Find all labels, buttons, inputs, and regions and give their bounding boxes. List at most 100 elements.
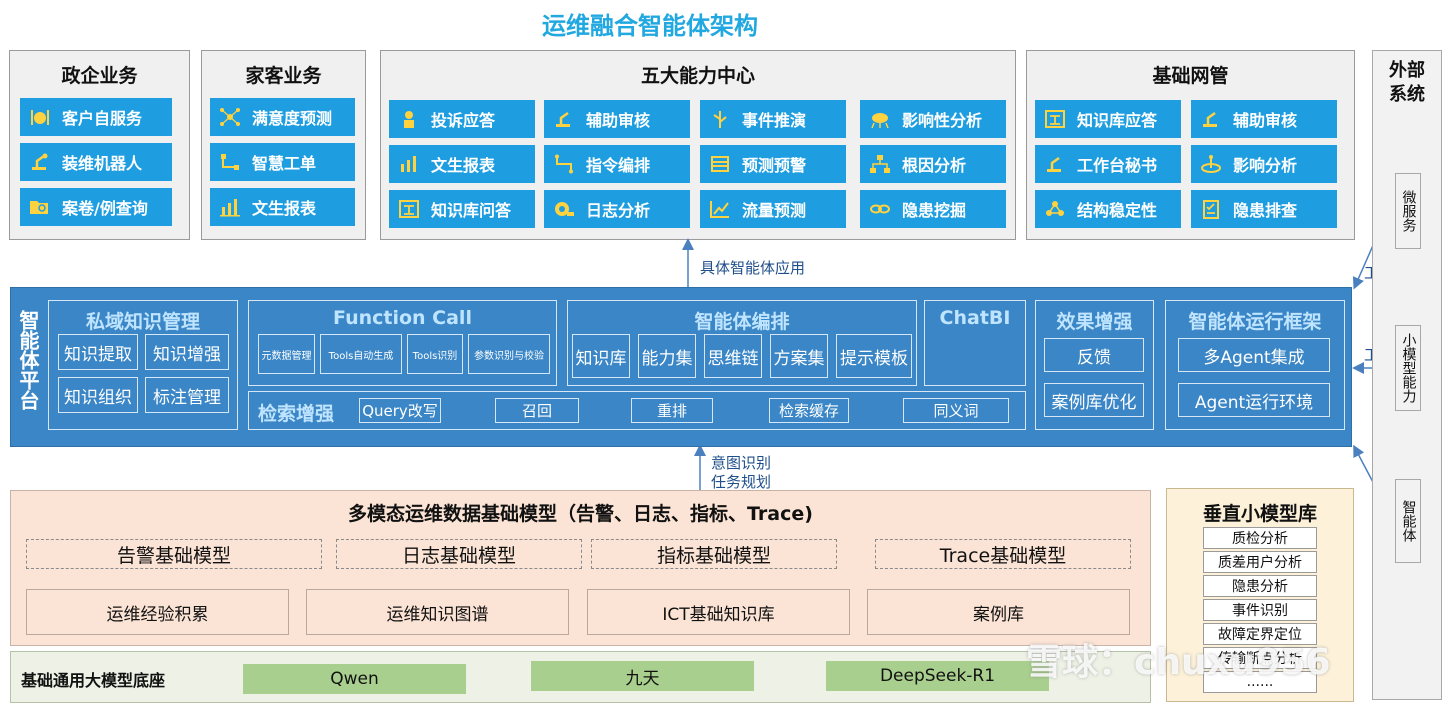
knowledge-item[interactable]: 案例库: [867, 589, 1130, 635]
capability-item[interactable]: 事件推演: [700, 100, 846, 138]
capability-item[interactable]: 指令编排: [544, 145, 690, 183]
external-item[interactable]: 微服务: [1395, 173, 1421, 249]
retrieval-item[interactable]: 重排: [631, 398, 713, 423]
external-item[interactable]: 小模型能力: [1395, 325, 1421, 411]
vertical-model-item[interactable]: 事件识别: [1203, 599, 1317, 621]
netmgmt-item[interactable]: 辅助审核: [1191, 100, 1337, 138]
retrieval-item[interactable]: Query改写: [359, 398, 441, 423]
home-item[interactable]: 文生报表: [210, 188, 355, 226]
capability-item[interactable]: 隐患挖掘: [860, 190, 1006, 228]
foundation-model-item[interactable]: 日志基础模型: [336, 539, 582, 569]
runtime-item[interactable]: 多Agent集成: [1178, 338, 1330, 372]
home-item-label: 满意度预测: [252, 109, 333, 128]
capability-item[interactable]: 流量预测: [700, 190, 846, 228]
gov-item[interactable]: 客户自服务: [20, 98, 172, 136]
capability-label: 流量预测: [742, 201, 807, 220]
orch-item[interactable]: 提示模板: [836, 334, 912, 378]
netmgmt-item[interactable]: 结构稳定性: [1035, 190, 1181, 228]
gov-item[interactable]: 装维机器人: [20, 143, 172, 181]
retrieval-item[interactable]: 同义词: [903, 398, 1009, 423]
home-item-label: 文生报表: [252, 199, 317, 218]
capability-label: 投诉应答: [431, 111, 496, 130]
external-systems: 外部系统 微服务 小模型能力 智能体: [1372, 50, 1442, 700]
app-up-label: 具体智能体应用: [700, 259, 806, 277]
vertical-model-item[interactable]: 故障定界定位: [1203, 623, 1317, 645]
radar-icon: [1199, 154, 1223, 174]
home-item[interactable]: 智慧工单: [210, 143, 355, 181]
netmgmt-label: 知识库应答: [1077, 111, 1158, 130]
gov-item[interactable]: 案卷/例查询: [20, 188, 172, 226]
capability-label: 预测预警: [742, 156, 807, 175]
vertical-model-item[interactable]: 质检分析: [1203, 527, 1317, 549]
hierarchy-icon: [868, 154, 892, 174]
retrieval-item[interactable]: 检索缓存: [769, 398, 849, 423]
vertical-model-item[interactable]: ......: [1203, 671, 1317, 693]
netmgmt-item[interactable]: 影响分析: [1191, 145, 1337, 183]
gov-item-label: 客户自服务: [62, 109, 143, 128]
pkm-item[interactable]: 知识增强: [145, 334, 229, 370]
agent-orchestration: 智能体编排 知识库 能力集 思维链 方案集 提示模板: [567, 300, 917, 386]
section-title: 智能体编排: [694, 311, 790, 333]
section-title: 智能体运行框架: [1188, 311, 1322, 333]
capability-item[interactable]: 影响性分析: [860, 100, 1006, 138]
knowledge-item[interactable]: ICT基础知识库: [587, 589, 850, 635]
capability-item[interactable]: 日志分析: [544, 190, 690, 228]
netmgmt-item[interactable]: 工作台秘书: [1035, 145, 1181, 183]
chatbi[interactable]: ChatBI: [924, 300, 1026, 386]
section-title: 效果增强: [1056, 311, 1133, 333]
base-model-item[interactable]: Qwen: [243, 664, 466, 694]
orch-item[interactable]: 知识库: [572, 334, 630, 378]
dining-icon: [28, 107, 52, 127]
robot-arm-icon: [1199, 109, 1223, 129]
orch-item[interactable]: 思维链: [704, 334, 762, 378]
robot-arm-icon: [28, 152, 52, 172]
capability-item[interactable]: 辅助审核: [544, 100, 690, 138]
barrier-icon: [708, 154, 732, 174]
base-model-item[interactable]: 九天: [531, 661, 754, 691]
capability-item[interactable]: 根因分析: [860, 145, 1006, 183]
capability-item[interactable]: 投诉应答: [389, 100, 535, 138]
vertical-model-item[interactable]: 传输断点分析: [1203, 647, 1317, 669]
netmgmt-label: 影响分析: [1233, 156, 1298, 175]
pkm-item[interactable]: 标注管理: [145, 377, 229, 413]
knowledge-item[interactable]: 运维知识图谱: [306, 589, 569, 635]
pkm-item[interactable]: 知识提取: [58, 334, 138, 370]
agent-platform: 智能体平台 私域知识管理 知识提取 知识增强 知识组织 标注管理 Functio…: [10, 287, 1352, 447]
capability-label: 事件推演: [742, 111, 807, 130]
home-item[interactable]: 满意度预测: [210, 98, 355, 136]
capability-item[interactable]: 预测预警: [700, 145, 846, 183]
pkm-item[interactable]: 知识组织: [58, 377, 138, 413]
capability-label: 辅助审核: [586, 111, 651, 130]
bar-chart-icon: [397, 154, 421, 174]
retrieval-item[interactable]: 召回: [495, 398, 579, 423]
effect-item[interactable]: 反馈: [1044, 338, 1144, 372]
vertical-model-item[interactable]: 质差用户分析: [1203, 551, 1317, 573]
external-item[interactable]: 智能体: [1395, 479, 1421, 563]
panel-title: 基础网管: [1152, 65, 1229, 87]
fc-item[interactable]: Tools识别: [407, 334, 463, 374]
fc-item[interactable]: 元数据管理: [258, 334, 315, 374]
capability-item[interactable]: 知识库问答: [389, 190, 535, 228]
bar-chart-icon: [218, 197, 242, 217]
fc-item[interactable]: Tools自动生成: [320, 334, 402, 374]
capability-item[interactable]: 文生报表: [389, 145, 535, 183]
netmgmt-label: 辅助审核: [1233, 111, 1298, 130]
foundation-model-item[interactable]: 指标基础模型: [591, 539, 837, 569]
orch-item[interactable]: 方案集: [770, 334, 828, 378]
effect-item[interactable]: 案例库优化: [1044, 383, 1144, 417]
runtime-item[interactable]: Agent运行环境: [1178, 383, 1330, 417]
usb-branch-icon: [708, 109, 732, 129]
capability-label: 指令编排: [586, 156, 651, 175]
orch-item[interactable]: 能力集: [638, 334, 696, 378]
netmgmt-item[interactable]: 知识库应答: [1035, 100, 1181, 138]
knowledge-item[interactable]: 运维经验积累: [26, 589, 289, 635]
foundation-model-item[interactable]: Trace基础模型: [875, 539, 1131, 569]
task-label: 任务规划: [711, 473, 772, 491]
fc-item[interactable]: 参数识别与校验: [468, 334, 550, 374]
base-model-item[interactable]: DeepSeek-R1: [826, 661, 1049, 691]
section-title: 检索增强: [258, 403, 335, 425]
vertical-model-item[interactable]: 隐患分析: [1203, 575, 1317, 597]
panel-title: 家客业务: [245, 65, 322, 87]
netmgmt-item[interactable]: 隐患排查: [1191, 190, 1337, 228]
foundation-model-item[interactable]: 告警基础模型: [26, 539, 322, 569]
